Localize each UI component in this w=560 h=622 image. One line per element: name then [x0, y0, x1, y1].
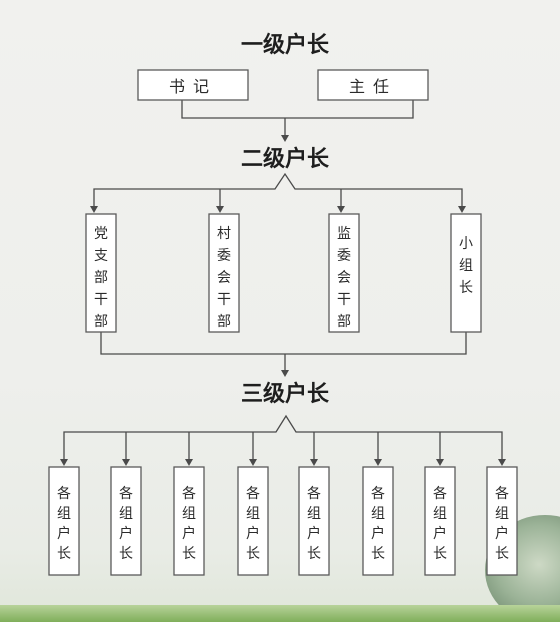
level-3-arrow: [60, 459, 68, 466]
svg-text:小组长: 小组长: [459, 236, 473, 296]
svg-text:主任: 主任: [349, 77, 397, 96]
svg-text:书记: 书记: [169, 77, 217, 96]
level-1-node-secretary: 书记: [137, 69, 249, 101]
level-2-node-party-branch: 党支部干部: [85, 213, 117, 333]
level-2-node-group-leader: 小组长: [450, 213, 482, 333]
level-2-node-supervisory-committee: 监委会干部: [328, 213, 360, 333]
level-3-node-5: 各组户长: [298, 466, 330, 576]
level-3-node-label: 各组户长: [433, 486, 447, 562]
level-3-arrow: [310, 459, 318, 466]
level-2-title: 二级户长: [241, 146, 330, 172]
level-3-node-label: 各组户长: [307, 486, 321, 562]
level-3-nodes: 各组户长 各组户长 各组户长 各组户长 各组户长 各组户长 各组户长 各组户长: [48, 466, 518, 576]
level-2-merge-line: [100, 332, 467, 355]
level-3-node-label: 各组户长: [119, 486, 133, 562]
level-2-arrow: [337, 206, 345, 213]
level-3-node-label: 各组户长: [182, 486, 196, 562]
level-2-arrow: [216, 206, 224, 213]
level-3-arrow: [249, 459, 257, 466]
level-3-arrow: [374, 459, 382, 466]
level-3-node-1: 各组户长: [48, 466, 80, 576]
svg-text:监委会干部: 监委会干部: [337, 226, 351, 330]
level-3-node-label: 各组户长: [495, 486, 509, 562]
level-1-merge-line: [181, 100, 414, 119]
level-3-node-7: 各组户长: [424, 466, 456, 576]
svg-text:党支部干部: 党支部干部: [94, 226, 108, 330]
level-1-title: 一级户长: [241, 32, 330, 58]
level-2-arrow: [90, 206, 98, 213]
level-3-node-label: 各组户长: [246, 486, 260, 562]
level-3-title: 三级户长: [241, 381, 330, 407]
level-3-arrow: [436, 459, 444, 466]
grass-strip: [0, 605, 560, 622]
level-3-node-4: 各组户长: [237, 466, 269, 576]
level-3-node-label: 各组户长: [57, 486, 71, 562]
level-3-arrow: [122, 459, 130, 466]
level-2-arrow-down: [281, 370, 289, 377]
level-3-node-8: 各组户长: [486, 466, 518, 576]
level-3-branch-line: [63, 414, 503, 460]
level-3-arrow: [498, 459, 506, 466]
level-3-arrow: [185, 459, 193, 466]
connector-lines: [60, 100, 506, 466]
level-3-node-3: 各组户长: [173, 466, 205, 576]
level-3-node-label: 各组户长: [371, 486, 385, 562]
svg-text:村委会干部: 村委会干部: [217, 226, 231, 330]
level-2-arrow: [458, 206, 466, 213]
level-1-node-director: 主任: [317, 69, 429, 101]
level-2-node-village-committee: 村委会干部: [208, 213, 240, 333]
level-3-node-2: 各组户长: [110, 466, 142, 576]
level-3-node-6: 各组户长: [362, 466, 394, 576]
level-2-branch-line: [93, 172, 463, 207]
level-1-arrow: [281, 135, 289, 142]
